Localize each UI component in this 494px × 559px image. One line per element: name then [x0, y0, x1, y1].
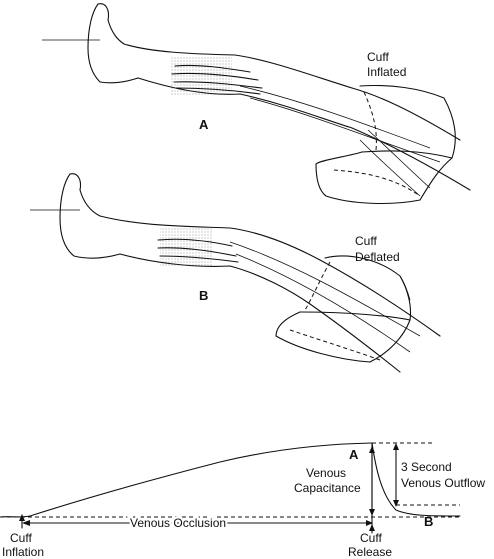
- panel-a-cuff-label-line2: Inflated: [367, 65, 406, 79]
- panel-a-cuff-label-line1: Cuff: [367, 50, 389, 64]
- outflow-label-line1: 3 Second: [401, 460, 452, 474]
- volume-curve: [0, 442, 373, 518]
- tracing-end-letter: B: [424, 514, 433, 529]
- panel-b-cuff-label-line1: Cuff: [355, 234, 377, 248]
- outflow-label-line2: Venous Outflow: [401, 476, 485, 490]
- panel-a-letter: A: [199, 117, 209, 132]
- panel-a-leg-illustration: [42, 3, 471, 205]
- venous-occlusion-label: Venous Occlusion: [130, 516, 226, 530]
- cuff-release-line1: Cuff: [360, 531, 382, 545]
- cuff-inflation-line1: Cuff: [10, 531, 32, 545]
- plethysmography-tracing: [0, 442, 461, 534]
- venous-capacitance-line1: Venous: [306, 466, 346, 480]
- cuff-release-line2: Release: [348, 545, 392, 559]
- cuff-inflation-line2: Inflation: [2, 545, 44, 559]
- panel-b-leg-illustration: [30, 173, 441, 373]
- panel-b-letter: B: [199, 288, 208, 303]
- outflow-curve: [371, 442, 461, 517]
- venous-capacitance-line2: Capacitance: [294, 481, 361, 495]
- panel-b-cuff-label-line2: Deflated: [355, 250, 400, 264]
- tracing-peak-letter: A: [349, 447, 359, 462]
